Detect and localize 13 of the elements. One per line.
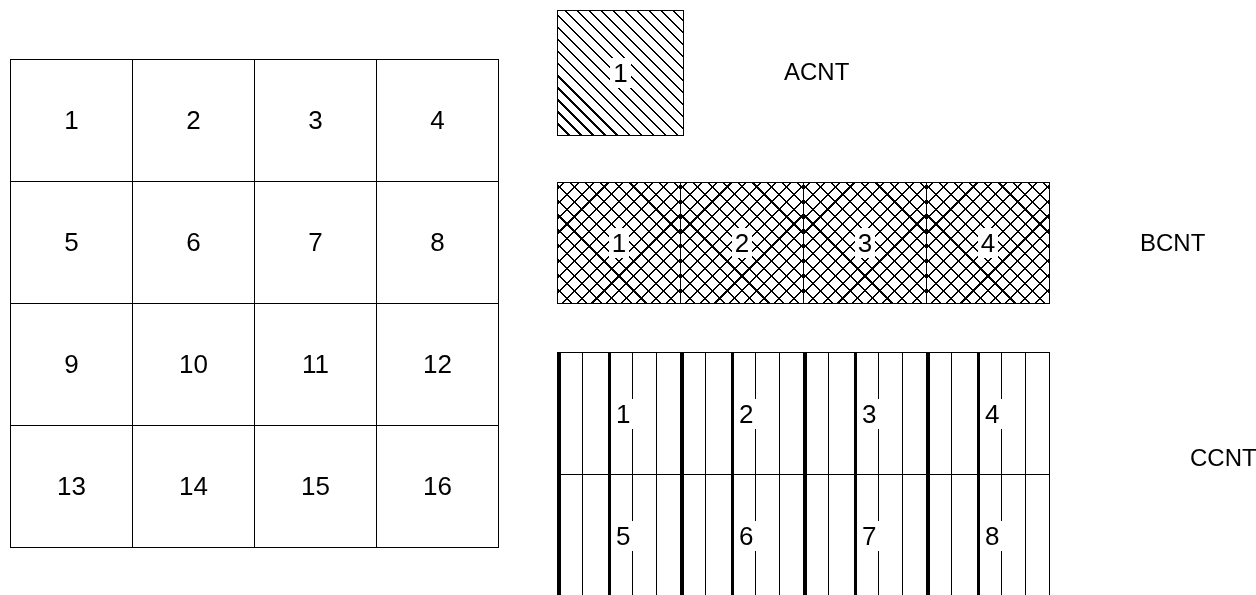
row-label: BCNT (1140, 229, 1206, 257)
cell-number: 1 (608, 228, 630, 258)
cell-number: 2 (731, 228, 753, 258)
row-label: CCNT (1190, 444, 1256, 472)
cell-number: 4 (977, 228, 999, 258)
table-cell: 4 (376, 59, 499, 182)
cell-number: 3 (854, 228, 876, 258)
cell-number: 4 (982, 398, 1003, 429)
row-label: ACNT (784, 58, 850, 86)
table-cell: 1 (10, 59, 133, 182)
table-cell: 16 (376, 425, 499, 548)
table-cell: 13 (10, 425, 133, 548)
cell-number: 1 (610, 58, 631, 88)
